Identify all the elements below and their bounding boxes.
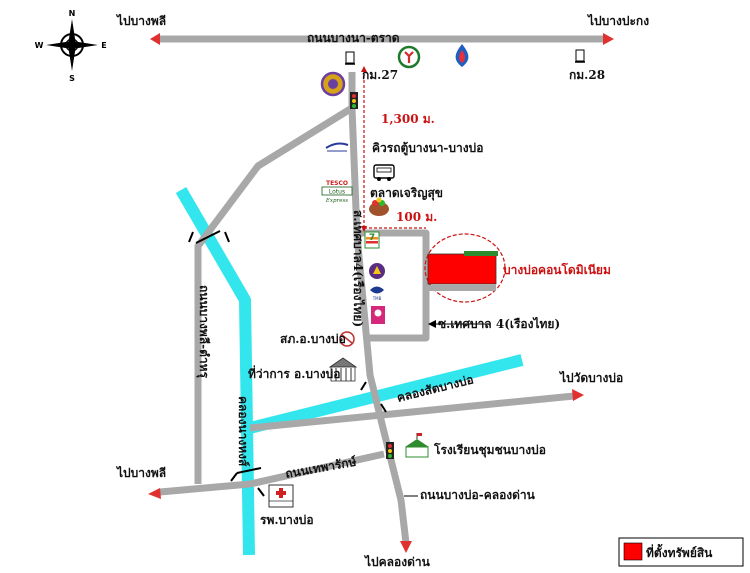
label-district-office: ที่ว่าการ อ.บางบ่อ xyxy=(248,365,340,381)
market-basket-icon xyxy=(369,197,389,216)
label-km27: กม.27 xyxy=(362,68,398,82)
tmb-bank-icon: TMB xyxy=(369,286,385,301)
label-to-bangpakong: ไปบางปะกง xyxy=(586,13,649,28)
compass-s: S xyxy=(69,74,75,83)
bridge-2 xyxy=(360,381,387,413)
compass-w: W xyxy=(35,41,44,50)
bridge-1b xyxy=(195,230,221,244)
svg-text:Lotus: Lotus xyxy=(329,189,345,196)
arrow-to-klongdan xyxy=(400,541,412,553)
label-property: บางบ่อคอนโดมิเนียม xyxy=(503,262,611,277)
arrows xyxy=(148,33,614,553)
label-to-bangphli-bottom: ไปบางพลี xyxy=(115,465,166,480)
road-thepharak xyxy=(159,450,385,496)
label-hospital: รพ.บางบ่อ xyxy=(260,513,314,527)
svg-text:7: 7 xyxy=(369,233,375,243)
seal-icon xyxy=(320,71,346,97)
ptt-icon xyxy=(455,44,469,67)
road-to-wat-bangbo xyxy=(249,392,575,432)
soi-pointer xyxy=(428,320,490,328)
van-icon xyxy=(373,164,395,181)
label-bangna-trat: ถนนบางนา-ตราด xyxy=(307,31,400,45)
km27-post-icon xyxy=(345,51,355,65)
distance-arrow-down xyxy=(361,226,367,232)
tesco-lotus-logo: TESCO Lotus Express xyxy=(321,180,353,204)
road-thesaban4 xyxy=(348,107,410,544)
traffic-light-icon xyxy=(386,442,394,459)
label-bangbo-klongdan: ถนนบางบ่อ-คลองด่าน xyxy=(420,488,536,502)
label-canal-vertical: คลองนางหงส์ xyxy=(236,396,250,467)
label-soi-thesaban4: ซ.เทศบาล 4(เรืองไทย) xyxy=(438,316,560,331)
label-to-klongdan: ไปคลองด่าน xyxy=(363,554,431,569)
label-distance-100: 100 ม. xyxy=(396,210,437,224)
compass-n: N xyxy=(69,9,76,18)
police-icon xyxy=(339,331,355,347)
svg-text:Express: Express xyxy=(325,198,348,204)
svg-text:TESCO: TESCO xyxy=(326,180,348,187)
canal-horizontal xyxy=(248,354,524,434)
legend-label: ที่ตั้งทรัพย์สิน xyxy=(646,543,713,560)
kbank-icon xyxy=(397,45,421,69)
bridge-3 xyxy=(230,472,265,497)
property-building xyxy=(427,253,497,285)
scb-bank-icon xyxy=(369,263,385,279)
label-thesaban4-road: ส.เทศบาล4(เรืองไทย) xyxy=(351,210,366,327)
compass-rose: N S E W xyxy=(35,9,107,83)
school-icon xyxy=(405,433,429,458)
label-to-wat-bangbo: ไปวัดบางบ่อ xyxy=(558,370,623,385)
thaipost-icon xyxy=(324,141,350,153)
hospital-icon xyxy=(268,484,294,508)
compass-e: E xyxy=(101,41,106,50)
label-distance-1300: 1,300 ม. xyxy=(381,112,435,126)
property-highlight-circle xyxy=(424,233,506,303)
bridge-1 xyxy=(188,231,230,243)
traffic-light-icon xyxy=(350,92,358,109)
legend: ที่ตั้งทรัพย์สิน xyxy=(618,537,744,567)
arrow-to-bangphli-top xyxy=(150,33,160,45)
arrow-to-wat-bangbo xyxy=(572,389,584,401)
label-police: สภ.อ.บางบ่อ xyxy=(280,332,346,346)
property-marker xyxy=(424,233,506,303)
district-office-icon xyxy=(328,357,358,382)
label-to-bangphli-top: ไปบางพลี xyxy=(115,13,166,28)
bridges xyxy=(188,230,387,497)
label-market: ตลาดเจริญสุข xyxy=(370,186,443,201)
canal-vertical xyxy=(175,186,255,556)
legend-swatch xyxy=(623,542,643,561)
label-km28: กม.28 xyxy=(569,68,605,82)
bridge-3b xyxy=(236,467,262,474)
property-roof xyxy=(464,251,498,256)
arrow-to-bangpakong xyxy=(603,33,614,45)
distance-arrow-up xyxy=(361,66,367,72)
label-left-road: ถนนบางพลี-ตำหรุ xyxy=(196,285,211,379)
gsb-bank-icon xyxy=(371,306,385,324)
km28-post-icon xyxy=(575,49,585,63)
label-school: โรงเรียนชุมชนบางบ่อ xyxy=(433,442,546,458)
distance-markers xyxy=(363,70,426,230)
label-thepharak-road: ถนนเทพารักษ์ xyxy=(284,455,358,481)
svg-text:TMB: TMB xyxy=(372,296,382,301)
arrow-to-bangphli-bottom xyxy=(148,488,161,499)
label-van-queue: คิวรถตู้บางนา-บางบ่อ xyxy=(372,141,483,156)
road-diagonal xyxy=(256,105,354,169)
seven-eleven-icon: 7 xyxy=(364,231,380,249)
